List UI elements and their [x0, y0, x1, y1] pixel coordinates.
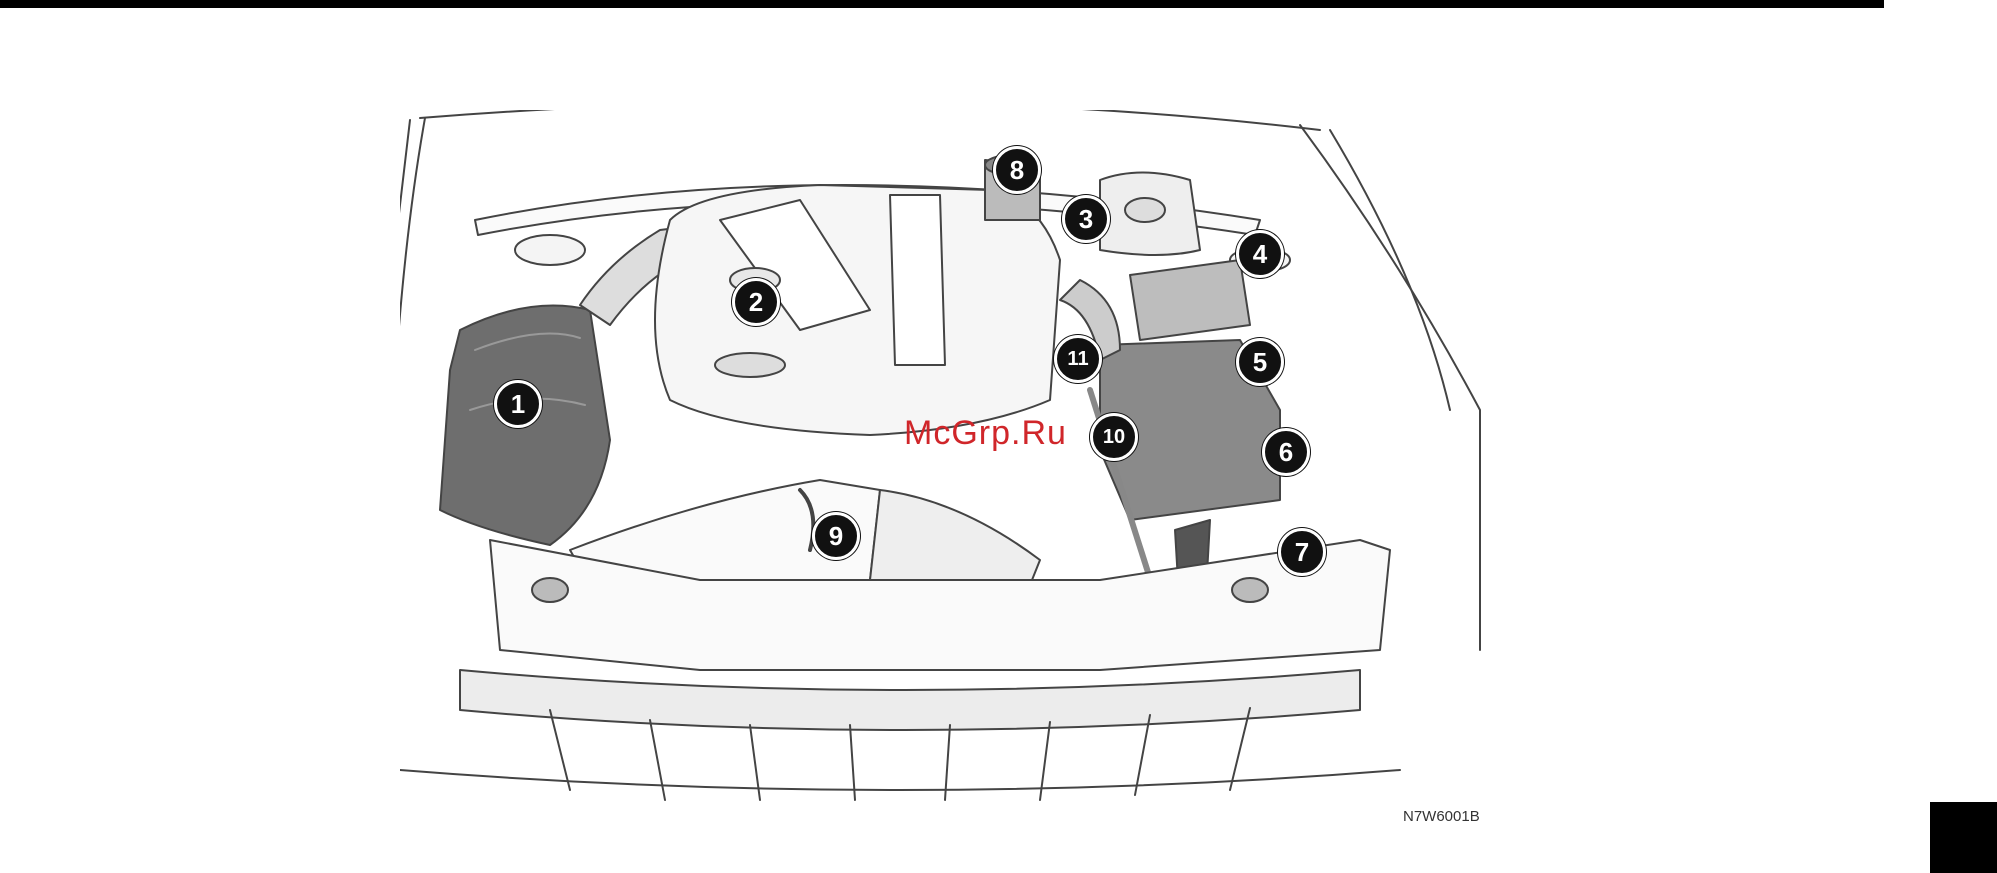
top-rule — [0, 0, 1884, 8]
figure-code: N7W6001B — [1403, 808, 1480, 825]
watermark: McGrp.Ru — [904, 414, 1067, 453]
callout-6: 6 — [1262, 428, 1310, 476]
callout-3: 3 — [1062, 195, 1110, 243]
callout-8: 8 — [993, 146, 1041, 194]
callout-5: 5 — [1236, 338, 1284, 386]
callout-11: 11 — [1054, 335, 1102, 383]
callout-1: 1 — [494, 380, 542, 428]
engine-bay-diagram: 1 2 3 4 5 6 7 8 9 10 11 — [400, 110, 1500, 810]
callout-7: 7 — [1278, 528, 1326, 576]
callout-10: 10 — [1090, 413, 1138, 461]
callout-2: 2 — [732, 278, 780, 326]
engine-bay-drawing — [400, 110, 1500, 810]
callout-4: 4 — [1236, 230, 1284, 278]
callout-9: 9 — [812, 512, 860, 560]
page-tab — [1930, 802, 1997, 873]
